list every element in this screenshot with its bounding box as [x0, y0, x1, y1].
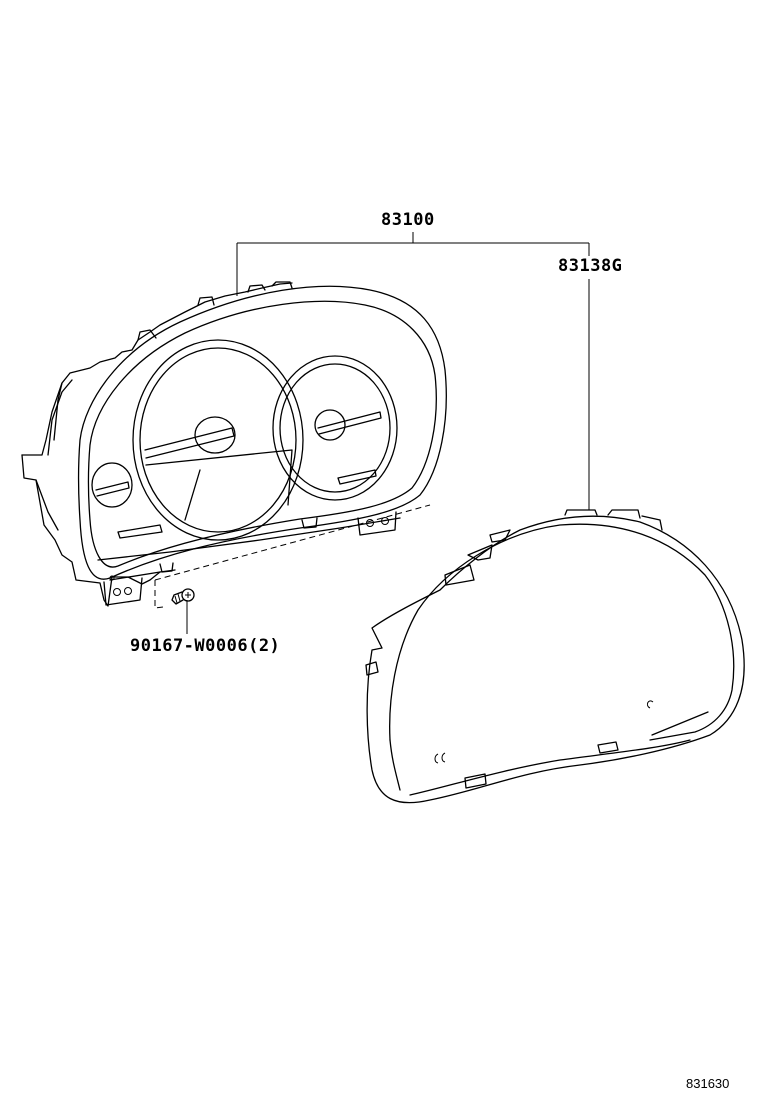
label-cover-part-number: 83138G: [558, 256, 623, 276]
label-screw-part-number: 90167-W0006(2): [130, 636, 281, 656]
figure-number: 831630: [686, 1076, 730, 1091]
combination-meter-drawing: [21, 281, 447, 609]
screw-drawing: [171, 588, 195, 605]
assembly-callout-bracket: [236, 232, 590, 510]
label-assembly-part-number: 83100: [381, 210, 435, 230]
meter-cover-drawing: [365, 509, 745, 804]
